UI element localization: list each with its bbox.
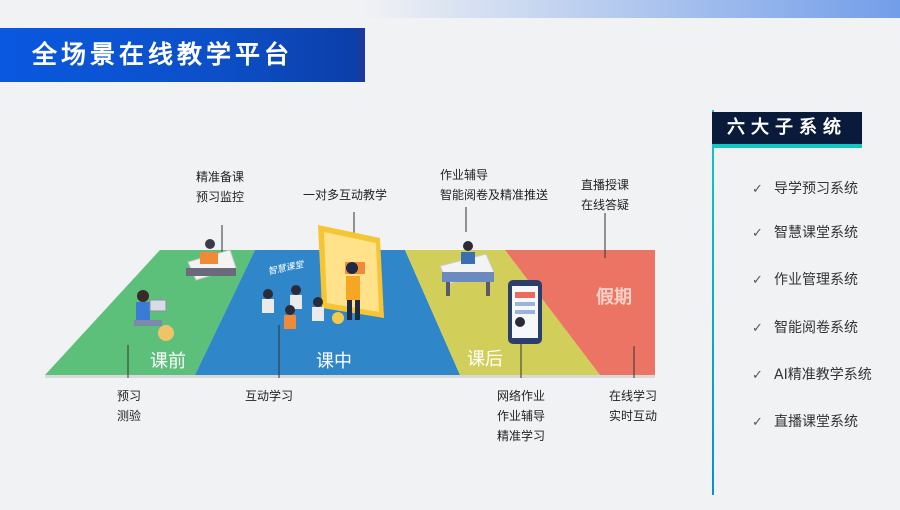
- check-icon: ✓: [752, 226, 763, 241]
- callout-before-top: 精准备课 预习监控: [196, 170, 245, 204]
- illustration-phone-app: [508, 280, 542, 344]
- stage-during-band: [195, 250, 460, 375]
- system-item: ✓直播课堂系统: [752, 414, 858, 430]
- title-banner: [0, 28, 365, 82]
- callout-after-bottom: 网络作业 作业辅导 精准学习: [497, 389, 546, 443]
- check-icon: ✓: [752, 182, 763, 197]
- systems-heading: 六大子系统: [712, 112, 862, 144]
- stage-holiday-band: [505, 250, 655, 375]
- side-panel-rule: [712, 110, 714, 495]
- check-icon: ✓: [752, 273, 763, 288]
- illustration-students-group: [262, 285, 344, 329]
- stage-label-during: 课中: [316, 351, 352, 372]
- check-icon: ✓: [752, 368, 763, 383]
- illustration-smart-board: [318, 225, 384, 320]
- callout-after-top: 作业辅导 智能阅卷及精准推送: [440, 168, 549, 202]
- callout-holiday-top: 直播授课 在线答疑: [581, 178, 630, 212]
- system-item: ✓作业管理系统: [752, 272, 858, 288]
- check-icon: ✓: [752, 415, 763, 430]
- stage-label-after: 课后: [467, 349, 503, 370]
- check-icon: ✓: [752, 321, 763, 336]
- system-item: ✓智慧课堂系统: [752, 225, 858, 241]
- callout-during-bottom: 互动学习: [245, 389, 294, 403]
- system-item: ✓智能阅卷系统: [752, 320, 858, 336]
- callout-during-top: 一对多互动教学: [303, 188, 388, 202]
- stage-bottom-edge: [45, 375, 655, 378]
- illustration-homework-desk: [439, 241, 495, 296]
- top-decoration-band: [360, 0, 900, 18]
- page-title: 全场景在线教学平台: [32, 40, 294, 69]
- illustration-teacher-prep: [186, 239, 237, 281]
- callout-before-bottom: 预习 测验: [117, 389, 142, 423]
- stage-label-holiday: 假期: [596, 286, 632, 308]
- system-item: ✓导学预习系统: [752, 181, 858, 197]
- callout-holiday-bottom: 在线学习 实时互动: [609, 389, 658, 423]
- illustration-student-laptop: [134, 290, 174, 341]
- stage-label-before: 课前: [150, 351, 186, 372]
- systems-heading-underline: [712, 144, 862, 148]
- system-item: ✓AI精准教学系统: [752, 367, 872, 383]
